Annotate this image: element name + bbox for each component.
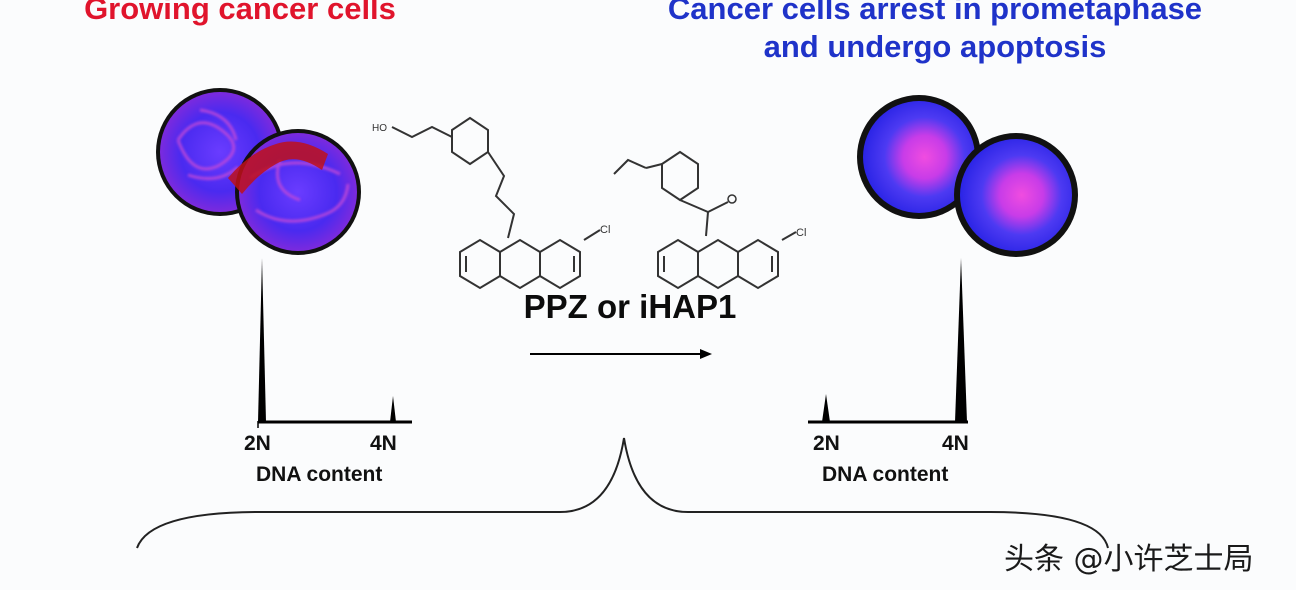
molecule-ppz: [391, 116, 601, 290]
molecule-ihap1: [613, 150, 797, 290]
curly-brace: [136, 437, 1109, 549]
title-arrested-line1: Cancer cells arrest in prometaphase: [667, 0, 1203, 26]
title-arrested-line2: and undergo apoptosis: [763, 29, 1107, 64]
peak-2n-right-small: [822, 394, 830, 422]
histogram-right: [808, 258, 968, 424]
right-2n-label: 2N: [813, 432, 840, 455]
peak-4n-right: [955, 258, 967, 422]
cell-right-2: [960, 139, 1072, 251]
drug-label: PPZ or iHAP1: [523, 288, 737, 325]
cell-junction-red: [228, 141, 328, 194]
watermark: 头条 @小许芝士局: [1004, 542, 1254, 577]
chloro-label-left: Cl: [600, 224, 610, 236]
title-growing-cells: Growing cancer cells: [84, 0, 396, 26]
left-2n-label: 2N: [244, 432, 271, 455]
peak-2n-left: [258, 258, 266, 422]
right-4n-label: 4N: [942, 432, 969, 455]
growing-cells-image: [156, 88, 361, 255]
treatment-arrow: [530, 349, 712, 359]
left-4n-label: 4N: [370, 432, 397, 455]
arrested-cells-image: [857, 95, 1078, 257]
peak-4n-left-small: [390, 396, 396, 422]
chloro-label-right: Cl: [796, 227, 806, 239]
right-axis-title: DNA content: [822, 463, 949, 486]
left-axis-title: DNA content: [256, 463, 383, 486]
cell-right-1: [863, 101, 975, 213]
histogram-left: [257, 258, 412, 428]
title-arrested-cells: Cancer cells arrest in prometaphase and …: [600, 0, 1270, 66]
hydroxyl-label: HO: [372, 123, 387, 134]
